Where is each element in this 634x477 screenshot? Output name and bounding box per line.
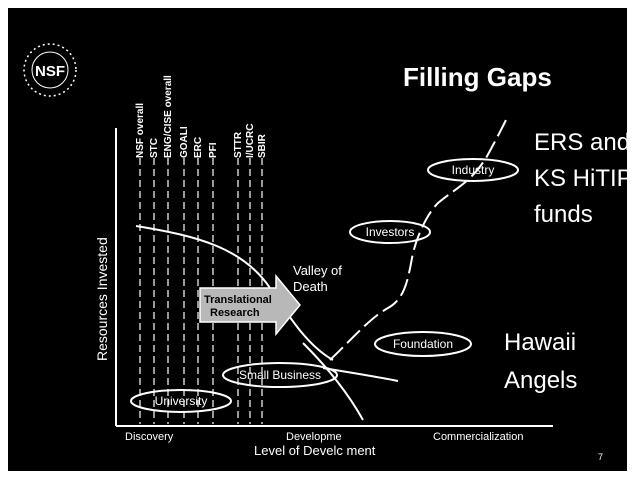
stage-label-investors: Investors: [366, 225, 415, 239]
side-note-ers-line-2: KS HiTIP: [534, 165, 627, 192]
resources-decline-curve: [135, 225, 334, 361]
side-note-ers-line-1: ERS and: [534, 129, 627, 156]
program-label-eng-cise: ENG/CISE overall: [163, 75, 174, 158]
stage-label-foundations: Foundation: [393, 337, 453, 351]
program-labels: NSF overall STC ENG/CISE overall GOALI E…: [135, 75, 268, 158]
side-note-hawaii-line-2: Angels: [504, 367, 577, 394]
stage-university: University: [130, 389, 232, 413]
side-note-hawaii-line-1: Hawaii: [504, 329, 576, 356]
slide: NSF Filling Gaps ERS and KS HiTIP funds …: [8, 8, 627, 471]
program-label-nsf-overall: NSF overall: [135, 103, 146, 158]
x-tick-development: Developme: [286, 431, 342, 443]
x-axis-label: Level of Develc ment: [254, 443, 376, 458]
valley-label-line-2: Death: [293, 279, 328, 294]
nsf-logo-icon: NSF: [23, 43, 77, 97]
stage-label-small-business: Small Business: [239, 368, 321, 382]
valley-label-line-1: Valley of: [293, 263, 342, 278]
program-label-erc: ERC: [193, 137, 204, 158]
stage-foundations: Foundation: [374, 331, 472, 357]
program-label-goali: GOALI: [179, 126, 190, 158]
program-label-pfi: PFI: [208, 142, 219, 158]
program-label-sbir: SBIR: [257, 133, 268, 158]
stage-label-industry: Industry: [452, 163, 495, 177]
stage-industry: Industry: [427, 158, 519, 182]
stage-label-university: University: [155, 394, 208, 408]
side-note-ers-line-3: funds: [534, 201, 593, 228]
valley-drop-line: [302, 342, 364, 421]
program-label-sttr: STTR: [233, 131, 244, 158]
arrow-label-line-1: Translational: [204, 294, 272, 306]
x-tick-discovery: Discovery: [125, 431, 174, 443]
program-label-stc: STC: [149, 138, 160, 158]
diagram: NSF Filling Gaps ERS and KS HiTIP funds …: [23, 43, 627, 462]
logo-text: NSF: [35, 63, 65, 80]
page-number: 7: [598, 452, 603, 462]
program-label-iucrc: I/UCRC: [245, 124, 256, 158]
y-axis-label: Resources Invested: [94, 237, 110, 361]
translational-research-arrow: [199, 273, 301, 337]
x-tick-commercialization: Commercialization: [433, 431, 523, 443]
arrow-label-line-2: Research: [210, 307, 260, 319]
stage-small-business: Small Business: [222, 362, 338, 388]
resources-rise-curve: [329, 115, 509, 361]
slide-title: Filling Gaps: [403, 62, 552, 92]
stage-investors: Investors: [349, 220, 431, 244]
